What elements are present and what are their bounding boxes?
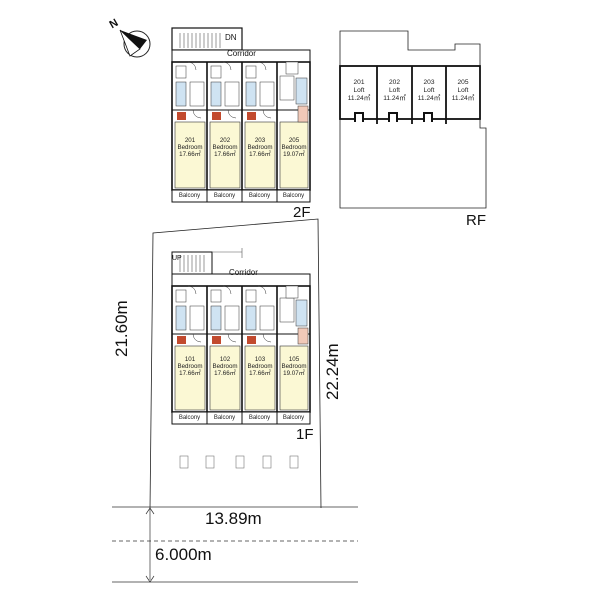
balcony-1f-3: Balcony <box>248 415 271 421</box>
corridor-2f-label: Corridor <box>227 49 256 58</box>
loft-number: 203 <box>423 79 435 86</box>
roof-label: RF <box>466 212 486 229</box>
room-201: 201 Bedroom 17.66㎡ <box>175 137 205 158</box>
loft-area: 11.24㎡ <box>417 95 441 102</box>
room-number: 205 <box>288 137 300 144</box>
loft-type: Loft <box>389 87 400 94</box>
floor-1-plan <box>171 248 311 469</box>
loft-type: Loft <box>353 87 365 94</box>
site-left-depth: 21.60m <box>112 300 131 357</box>
room-type: Bedroom <box>247 144 273 151</box>
room-type: Bedroom <box>212 363 238 370</box>
room-type: Bedroom <box>212 144 238 151</box>
room-105: 105 Bedroom 19.07㎡ <box>279 356 309 377</box>
loft-area: 11.24㎡ <box>347 95 371 102</box>
room-area: 19.07㎡ <box>283 370 305 377</box>
room-number: 101 <box>184 356 196 363</box>
floor-2-plan <box>171 27 311 203</box>
site-right-depth: 22.24m <box>323 343 342 400</box>
room-area: 17.66㎡ <box>249 151 271 158</box>
road-width: 6.000m <box>155 545 212 564</box>
site-boundary <box>149 218 322 510</box>
balcony-2f-2: Balcony <box>213 193 236 199</box>
room-type: Bedroom <box>177 144 203 151</box>
room-number: 202 <box>219 137 231 144</box>
room-type: Bedroom <box>281 144 307 151</box>
loft-type: Loft <box>423 87 435 94</box>
room-type: Bedroom <box>177 363 203 370</box>
room-number: 105 <box>288 356 300 363</box>
room-area: 19.07㎡ <box>283 151 305 158</box>
balcony-1f-4: Balcony <box>282 415 305 421</box>
room-202: 202 Bedroom 17.66㎡ <box>210 137 240 158</box>
loft-203: 203 Loft 11.24㎡ <box>412 79 446 103</box>
room-area: 17.66㎡ <box>214 370 236 377</box>
roof-plan <box>339 30 487 209</box>
loft-number: 205 <box>457 79 469 86</box>
stair-1f-label: UP <box>172 255 182 262</box>
room-area: 17.66㎡ <box>214 151 236 158</box>
loft-type: Loft <box>457 87 469 94</box>
room-area: 17.66㎡ <box>249 370 271 377</box>
floor-2-label: 2F <box>293 204 311 221</box>
stair-2f-label: DN <box>225 33 237 42</box>
room-101: 101 Bedroom 17.66㎡ <box>175 356 205 377</box>
room-102: 102 Bedroom 17.66㎡ <box>210 356 240 377</box>
room-type: Bedroom <box>247 363 273 370</box>
room-number: 201 <box>184 137 196 144</box>
loft-area: 11.24㎡ <box>383 95 406 102</box>
balcony-1f-2: Balcony <box>213 415 236 421</box>
balcony-2f-1: Balcony <box>178 193 201 199</box>
loft-number: 202 <box>388 79 400 86</box>
room-number: 203 <box>254 137 266 144</box>
room-205: 205 Bedroom 19.07㎡ <box>279 137 309 158</box>
floor-1-label: 1F <box>296 426 314 443</box>
site-frontage: 13.89m <box>205 509 262 528</box>
loft-205: 205 Loft 11.24㎡ <box>446 79 480 103</box>
room-number: 103 <box>254 356 266 363</box>
loft-201: 201 Loft 11.24㎡ <box>341 79 377 103</box>
room-type: Bedroom <box>281 363 307 370</box>
room-area: 17.66㎡ <box>179 151 201 158</box>
balcony-2f-3: Balcony <box>248 193 271 199</box>
loft-number: 201 <box>353 79 365 86</box>
loft-area: 11.24㎡ <box>451 95 475 102</box>
balcony-2f-4: Balcony <box>282 193 305 199</box>
room-number: 102 <box>219 356 231 363</box>
room-203: 203 Bedroom 17.66㎡ <box>245 137 275 158</box>
compass-icon <box>119 29 151 58</box>
dimension-lines <box>112 506 358 583</box>
corridor-1f-label: Corridor <box>229 268 258 277</box>
room-103: 103 Bedroom 17.66㎡ <box>245 356 275 377</box>
loft-202: 202 Loft 11.24㎡ <box>377 79 412 103</box>
room-area: 17.66㎡ <box>179 370 201 377</box>
balcony-1f-1: Balcony <box>178 415 201 421</box>
